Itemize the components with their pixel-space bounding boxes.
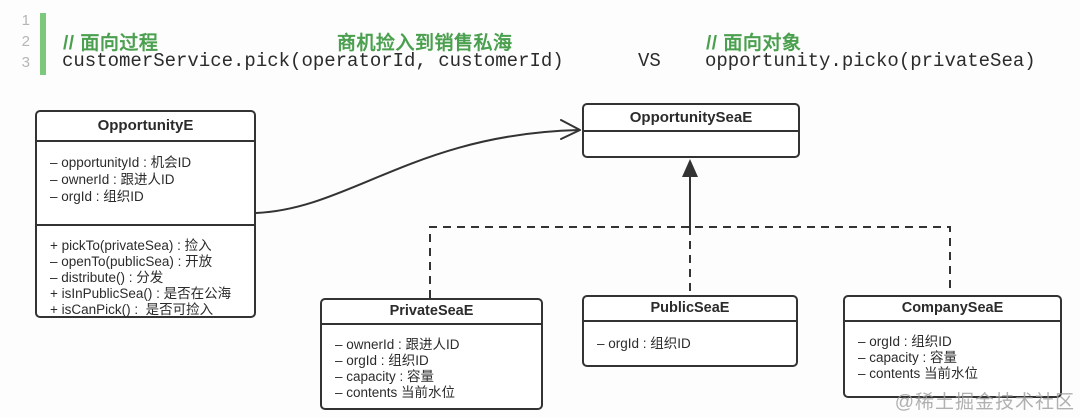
class-methods: + pickTo(privateSea) : 捡入 – openTo(publi… [37, 226, 254, 318]
class-box-public-sea: PublicSeaE – orgId : 组织ID [582, 295, 798, 367]
class-attributes: – opportunityId : 机会ID – ownerId : 跟进人ID… [37, 142, 254, 226]
code-vs-separator: VS [638, 50, 661, 72]
code-oo-call: opportunity.picko(privateSea) [705, 50, 1036, 72]
attribute-line: – capacity : 容量 [335, 369, 435, 384]
line-number-2: 2 [21, 33, 30, 50]
class-box-company-sea: CompanySeaE – orgId : 组织ID – capacity : … [843, 295, 1062, 398]
line-number-3: 3 [21, 54, 30, 71]
class-title: OpportunityE [37, 112, 254, 142]
class-title: PublicSeaE [584, 297, 796, 322]
method-line: – distribute() : 分发 [50, 270, 164, 285]
code-procedural-call: customerService.pick(operatorId, custome… [62, 50, 564, 72]
attribute-line: – contents 当前水位 [858, 366, 979, 381]
class-box-opportunity: OpportunityE – opportunityId : 机会ID – ow… [35, 110, 256, 318]
method-line: + isInPublicSea() : 是否在公海 [50, 286, 232, 301]
attribute-line: – capacity : 容量 [858, 350, 958, 365]
generalization-arrow [682, 159, 698, 227]
attribute-line: – opportunityId : 机会ID [50, 155, 192, 170]
dashed-links [429, 226, 951, 298]
attribute-line: – contents 当前水位 [335, 385, 456, 400]
comment-object-oriented: // 面向对象 [706, 33, 802, 54]
association-arrow [255, 119, 581, 214]
attribute-line: – ownerId : 跟进人ID [50, 172, 175, 187]
comment-procedural: // 面向过程 [63, 33, 159, 54]
attribute-line: – orgId : 组织ID [335, 353, 429, 368]
attribute-line: – orgId : 组织ID [50, 189, 144, 204]
class-attributes: – ownerId : 跟进人ID – orgId : 组织ID – capac… [322, 325, 541, 401]
class-box-opportunity-sea: OpportunitySeaE [582, 103, 800, 158]
class-title: OpportunitySeaE [584, 105, 798, 132]
comment-scenario: 商机捡入到销售私海 [337, 33, 513, 54]
method-line: – openTo(publicSea) : 开放 [50, 254, 213, 269]
method-line: + isCanPick() : 是否可捡入 [50, 302, 214, 317]
attribute-line: – orgId : 组织ID [597, 336, 691, 351]
class-title: CompanySeaE [845, 297, 1060, 322]
class-attributes: – orgId : 组织ID – capacity : 容量 – content… [845, 322, 1060, 382]
attribute-line: – ownerId : 跟进人ID [335, 337, 460, 352]
gutter-accent-bar [40, 13, 46, 75]
class-title: PrivateSeaE [322, 300, 541, 325]
attribute-line: – orgId : 组织ID [858, 334, 952, 349]
class-attributes: – orgId : 组织ID [584, 322, 796, 352]
class-box-private-sea: PrivateSeaE – ownerId : 跟进人ID – orgId : … [320, 298, 543, 410]
line-number-1: 1 [21, 12, 30, 29]
method-line: + pickTo(privateSea) : 捡入 [50, 238, 212, 253]
site-watermark: @稀土掘金技术社区 [894, 392, 1075, 413]
